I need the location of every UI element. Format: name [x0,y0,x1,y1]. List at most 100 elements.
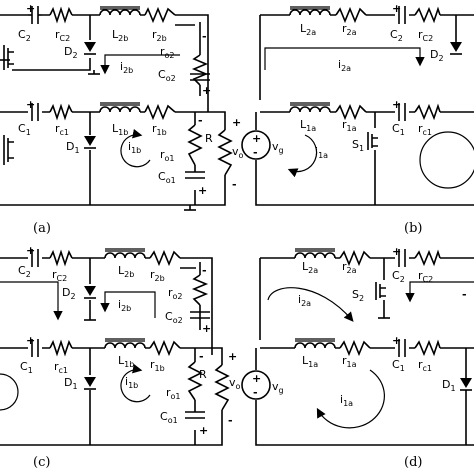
vo-label: vo [232,145,244,160]
r2b-label: r2b [152,28,167,43]
panel-caption: (a) [33,221,51,236]
inductor-l1b [99,106,141,113]
minus-sign: - [462,288,467,301]
wire [0,347,223,446]
plus-sign: + [26,98,35,111]
panel-b: L2a r2a + C2 rC2 i2a D2 L1a r1a + C1 rc1… [241,2,474,236]
svg-text:+: + [252,132,261,145]
plus-sign: + [392,2,401,15]
current-arrow-i2b [100,291,156,318]
ro2-label: ro2 [160,45,175,60]
panel-caption: (c) [33,455,50,470]
resistor-r1a [335,103,367,121]
inductor-l2a [294,252,336,259]
current-loop-i2a [267,287,354,322]
resistor-rc1 [49,103,73,121]
resistor-rc2 [49,249,73,267]
d1-label: D1 [442,378,456,393]
c1-label: C1 [20,360,33,375]
wire [180,262,201,330]
panel-caption: (d) [404,455,422,470]
svg-text:-: - [253,386,258,399]
r1b-label: r1b [150,358,165,373]
r-label: R [199,368,207,381]
l1b-label: L1b [118,354,134,369]
ground-icon [88,70,100,75]
minus-sign: - [202,264,207,277]
i2a-label: i2a [298,293,311,308]
panel-a: + C2 rC2 L2b r2b D2 i2b ro2 Co2 - + [0,2,244,236]
switch-s2 [3,45,14,70]
diode-d2 [450,15,462,55]
diode-d1 [84,136,96,149]
s1-label: S1 [352,138,364,153]
diode-d2 [84,42,96,55]
minus-sign: - [199,350,204,363]
resistor-rc2 [49,6,73,24]
rc1-label: rc1 [418,122,432,137]
minus-sign: - [228,414,233,427]
wire [255,112,474,206]
c2-label: C2 [390,28,403,43]
r1a-label: r1a [342,118,357,133]
resistor-ro1 [187,361,203,401]
panel-d: L2a r2a + C2 rC2 i2a S2 - L1a r1a + C1 r… [241,245,474,470]
co1-label: Co1 [158,170,176,185]
wire [12,15,91,71]
r-label: R [205,132,213,145]
rc1-label: rc1 [55,122,69,137]
current-arrow-right [405,281,474,303]
rc2-label: rC2 [418,28,433,43]
c1-label: C1 [392,358,405,373]
plus-sign: + [199,424,208,437]
wire [0,14,209,112]
l2b-label: L2b [118,264,134,279]
inductor-l2b [99,9,141,16]
d1-label: D1 [66,140,80,155]
co2-label: Co2 [158,68,176,83]
resistor-r1b [149,339,181,357]
switch-s2 [375,282,386,300]
plus-sign: + [202,322,211,335]
r2a-label: r2a [342,22,357,37]
switch-s1 [367,132,378,150]
plus-sign: + [26,334,35,347]
panel-caption: (b) [404,221,422,236]
wire [175,22,201,96]
resistor-rc2 [414,6,441,24]
r1a-label: r1a [342,354,357,369]
resistor-r2b [144,6,176,24]
resistor-rc2 [414,249,441,267]
plus-sign: + [26,244,35,257]
l1b-label: L1b [112,122,128,137]
l2b-label: L2b [112,28,128,43]
resistor-r-load [217,129,233,176]
rc2-label: rC2 [52,268,67,283]
c2-label: C2 [392,269,405,284]
inductor-l1a [294,342,336,349]
plus-sign: + [392,245,401,258]
c2-label: C2 [18,28,31,43]
resistor-rc1 [414,103,441,121]
i2b-label: i2b [120,60,133,75]
l1a-label: L1a [302,354,318,369]
i2b-label: i2b [118,298,131,313]
plus-sign: + [392,334,401,347]
current-loop-i1a [287,134,318,178]
ro1-label: ro1 [166,386,181,401]
current-arrow-i2b [100,54,180,75]
diode-d2 [84,286,96,299]
plus-sign: + [198,184,207,197]
rc1-label: rc1 [54,360,68,375]
plus-sign: + [228,350,237,363]
inductor-l2b [104,252,146,259]
voltage-source-vg: + - [241,370,271,400]
co2-label: Co2 [165,310,183,325]
r2a-label: r2a [342,260,357,275]
vg-label: vg [272,140,284,155]
diode-d1 [460,348,472,445]
resistor-ro1 [187,124,203,166]
i1b-label: i1b [128,140,141,155]
d2-label: D2 [64,45,78,60]
